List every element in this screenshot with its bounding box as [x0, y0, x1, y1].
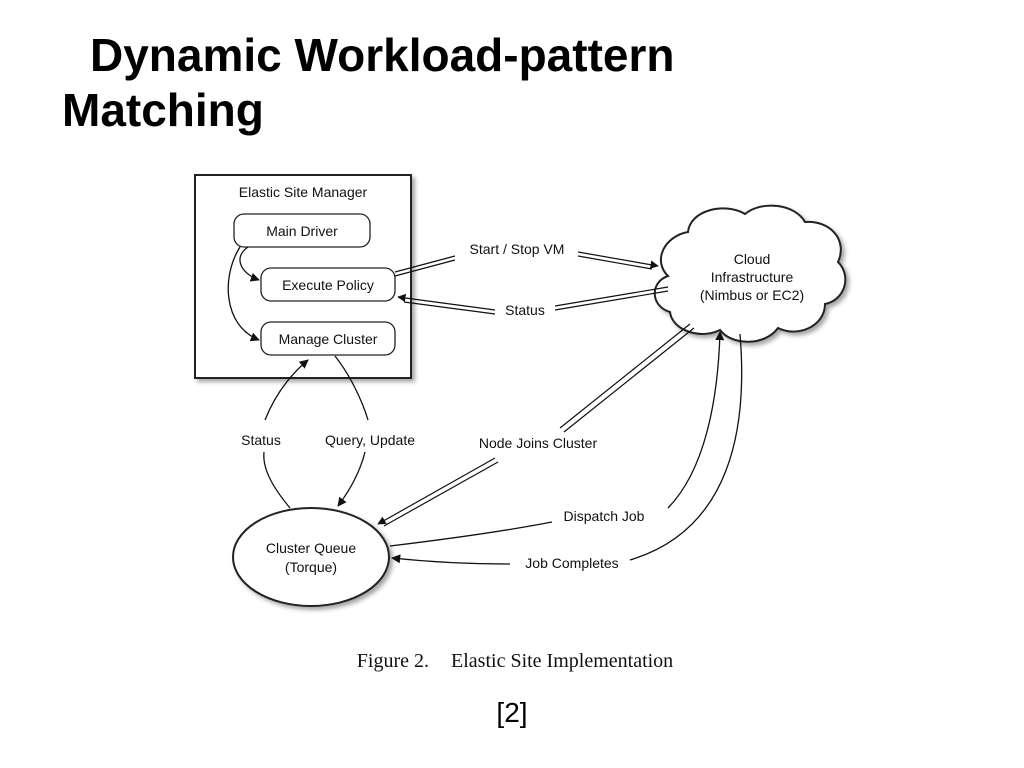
job-completes-label: Job Completes [525, 555, 618, 571]
figure-title: Elastic Site Implementation [451, 650, 674, 672]
status-cloud-arrow [397, 286, 669, 315]
manager-title: Elastic Site Manager [239, 184, 368, 200]
execute-policy-box [260, 267, 396, 302]
cluster-queue-label-line-1: Cluster Queue [266, 540, 356, 556]
figure-caption: Figure 2. Elastic Site Implementation [0, 650, 1024, 673]
query-update-arrow-lower [337, 451, 366, 507]
cloud-label-line-2: Infrastructure [711, 269, 794, 285]
driver-to-cluster-arrow [227, 246, 260, 342]
slide-title-line-1: Dynamic Workload-pattern [90, 29, 675, 81]
manage-cluster-box [260, 321, 396, 356]
cloud-shape [653, 204, 847, 343]
cluster-queue-ellipse [232, 507, 390, 607]
manage-cluster-label: Manage Cluster [279, 331, 378, 347]
main-driver-box [233, 213, 371, 248]
cloud-label-line-1: Cloud [734, 251, 771, 267]
query-update-arrow-upper [334, 355, 369, 421]
driver-to-policy-arrow [239, 246, 260, 282]
status-queue-label: Status [241, 432, 281, 448]
slide-title-line-2: Matching [62, 84, 264, 136]
dispatch-job-arrow-lower [389, 521, 553, 547]
node-joins-cluster-arrow [377, 323, 695, 527]
cloud-label-line-3: (Nimbus or EC2) [700, 287, 804, 303]
dispatch-job-label: Dispatch Job [564, 508, 645, 524]
status-queue-arrow-lower [263, 451, 291, 509]
reference-marker: [2] [496, 697, 528, 728]
query-update-label: Query, Update [325, 432, 415, 448]
node-joins-cluster-label: Node Joins Cluster [479, 435, 598, 451]
status-cloud-label: Status [505, 302, 545, 318]
status-queue-arrow-upper [264, 359, 309, 421]
job-completes-arrow-upper [629, 333, 743, 561]
slide-title: Dynamic Workload-pattern Matching [62, 28, 962, 138]
cluster-queue-label-line-2: (Torque) [285, 559, 337, 575]
execute-policy-label: Execute Policy [282, 277, 374, 293]
job-completes-arrow-lower [391, 554, 511, 565]
main-driver-label: Main Driver [266, 223, 338, 239]
figure-label: Figure 2. [356, 650, 430, 672]
start-stop-vm-label: Start / Stop VM [470, 241, 565, 257]
dispatch-job-arrow-upper [667, 331, 725, 509]
start-stop-vm-arrow [394, 251, 659, 277]
